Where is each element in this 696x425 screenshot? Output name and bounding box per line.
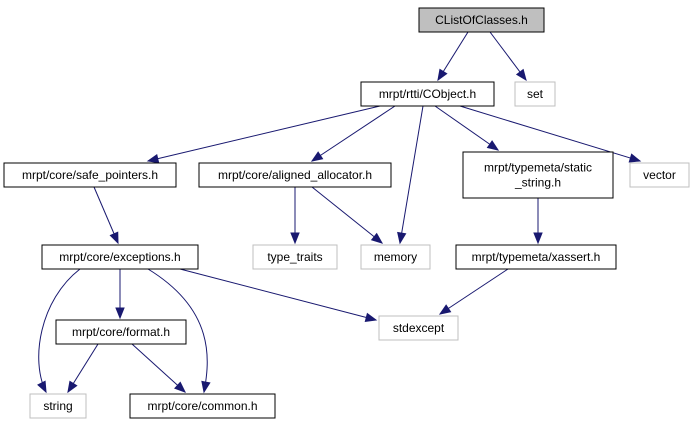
node-string: string [29, 393, 87, 419]
arrowhead [67, 380, 78, 394]
arrowhead [109, 231, 119, 245]
edge-line [434, 105, 499, 151]
arrowhead [486, 140, 500, 151]
node-box [198, 162, 392, 188]
node-label: CListOfClasses.h [435, 13, 528, 27]
node-cobject[interactable]: mrpt/rtti/CObject.h [360, 81, 495, 107]
edge-safe_pointers-to-exceptions [93, 186, 119, 245]
edge-format-to-common [131, 343, 186, 393]
node-box [462, 151, 614, 199]
node-label: mrpt/typemeta/xassert.h [472, 250, 601, 264]
edge-exceptions-to-stdexcept [179, 268, 378, 322]
arrowhead [146, 153, 160, 164]
node-label: mrpt/core/exceptions.h [59, 250, 180, 264]
node-box [3, 162, 177, 188]
node-label: set [527, 87, 544, 101]
node-label: mrpt/core/safe_pointers.h [22, 168, 158, 182]
node-box [360, 81, 495, 107]
node-label: string [43, 399, 72, 413]
edge-static_string-to-xassert [533, 198, 543, 245]
node-safe_pointers[interactable]: mrpt/core/safe_pointers.h [3, 162, 177, 188]
edge-format-to-string [67, 343, 99, 394]
node-label: vector [643, 168, 676, 182]
edge-cobject-to-safe_pointers [146, 105, 381, 164]
edge-line [439, 268, 509, 315]
arrowhead [397, 231, 407, 245]
node-memory: memory [360, 244, 431, 270]
node-label: mrpt/typemeta/static [484, 161, 592, 175]
edge-line [131, 343, 186, 393]
edge-line [311, 186, 383, 244]
node-label: mrpt/rtti/CObject.h [379, 87, 476, 101]
edge-aligned_allocator-to-type_traits [290, 187, 300, 245]
node-box [252, 244, 338, 270]
node-common[interactable]: mrpt/core/common.h [129, 393, 276, 419]
node-label: _string.h [514, 176, 561, 190]
edge-clistofclasses-to-set [489, 31, 527, 82]
edges-layer [37, 31, 642, 394]
node-stdexcept: stdexcept [378, 315, 459, 341]
node-aligned_allocator[interactable]: mrpt/core/aligned_allocator.h [198, 162, 392, 188]
arrowhead [515, 68, 527, 82]
node-vector: vector [629, 162, 690, 188]
node-label: mrpt/core/common.h [147, 399, 257, 413]
edge-exceptions-to-format [115, 269, 125, 320]
edge-aligned_allocator-to-memory [311, 186, 384, 244]
node-box [514, 81, 556, 107]
node-format[interactable]: mrpt/core/format.h [55, 319, 187, 345]
edge-clistofclasses-to-cobject [437, 31, 469, 82]
edge-cobject-to-aligned_allocator [310, 105, 396, 162]
node-type_traits: type_traits [252, 244, 338, 270]
arrowhead [438, 304, 452, 315]
edge-xassert-to-stdexcept [438, 268, 509, 315]
arrowhead [115, 307, 125, 320]
arrowhead [310, 151, 324, 162]
edge-exceptions-to-common [147, 268, 211, 394]
arrowhead [370, 232, 384, 244]
node-box [418, 7, 545, 33]
arrowhead [201, 380, 211, 394]
node-set: set [514, 81, 556, 107]
node-box [455, 244, 617, 270]
arrowhead [174, 381, 186, 393]
arrowhead [290, 232, 300, 245]
edge-cobject-to-static_string [434, 105, 500, 151]
node-label: mrpt/core/aligned_allocator.h [218, 168, 372, 182]
arrowhead [364, 312, 378, 322]
node-exceptions[interactable]: mrpt/core/exceptions.h [41, 244, 199, 270]
node-box [55, 319, 187, 345]
node-label: type_traits [267, 250, 322, 264]
edge-line [38, 268, 81, 393]
edge-cobject-to-memory [397, 105, 424, 245]
node-clistofclasses[interactable]: CListOfClasses.h [418, 7, 545, 33]
edge-exceptions-to-string [37, 268, 81, 394]
node-xassert[interactable]: mrpt/typemeta/xassert.h [455, 244, 617, 270]
edge-line [147, 105, 381, 162]
edge-line [311, 105, 396, 162]
node-box [29, 393, 87, 419]
node-box [378, 315, 459, 341]
arrowhead [628, 153, 642, 163]
nodes-layer: CListOfClasses.h set mrpt/rtti/CObject.h mr… [3, 7, 690, 419]
edge-line [179, 268, 377, 321]
arrowhead [437, 68, 448, 82]
arrowhead [37, 380, 47, 394]
node-label: mrpt/core/format.h [72, 325, 170, 339]
node-label: stdexcept [393, 321, 445, 335]
edge-line [399, 105, 424, 244]
node-box [41, 244, 199, 270]
node-box [129, 393, 276, 419]
node-box [629, 162, 690, 188]
arrowhead [533, 232, 543, 245]
edge-line [147, 268, 208, 393]
node-box [360, 244, 431, 270]
node-static_string[interactable]: mrpt/typemeta/static_string.h [462, 151, 614, 199]
node-label: memory [374, 250, 417, 264]
